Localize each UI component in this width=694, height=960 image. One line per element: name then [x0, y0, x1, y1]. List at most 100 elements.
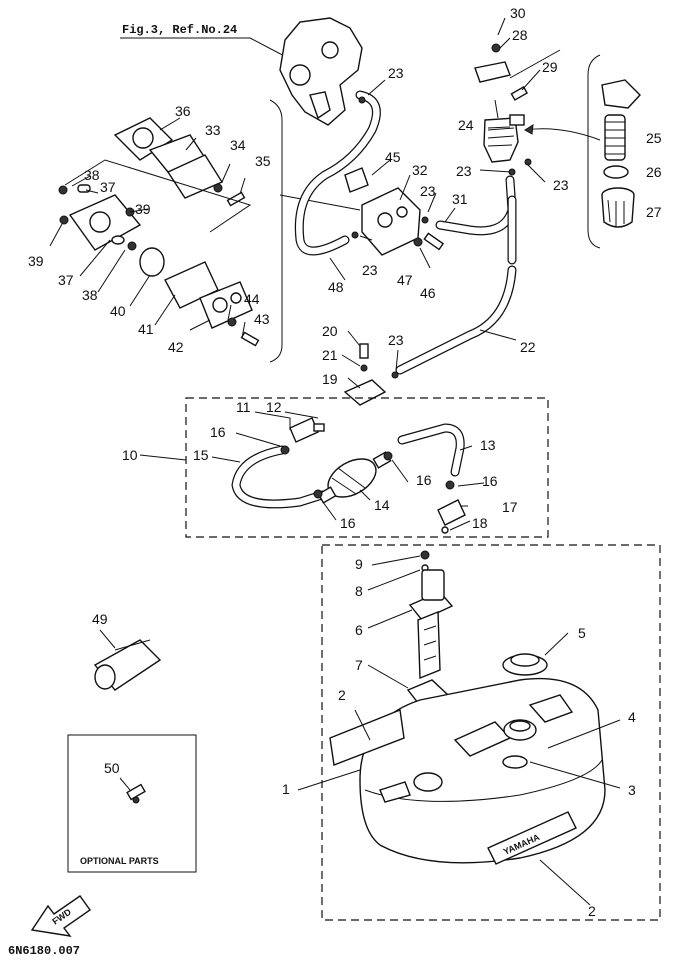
label-16: 16	[416, 472, 432, 488]
label-7: 7	[355, 657, 363, 673]
pump-exploded-outline	[64, 159, 252, 233]
clip-23	[524, 158, 532, 166]
filter-cup-27	[601, 187, 635, 228]
joint-19	[343, 379, 387, 406]
label-32: 32	[412, 162, 428, 178]
label-4: 4	[628, 709, 636, 725]
label-23: 23	[388, 332, 404, 348]
label-34: 34	[230, 137, 246, 153]
label-12: 12	[266, 399, 282, 415]
label-36: 36	[175, 103, 191, 119]
label-45: 45	[385, 149, 401, 165]
label-22: 22	[520, 339, 536, 355]
fitting-50	[126, 783, 146, 804]
label-16: 16	[210, 424, 226, 440]
label-8: 8	[355, 583, 363, 599]
clamp-16	[313, 489, 323, 499]
filter-cap-25	[601, 79, 641, 161]
label-2: 2	[338, 687, 346, 703]
label-37: 37	[58, 272, 74, 288]
clamp-16	[383, 451, 393, 461]
clamp-16	[280, 445, 290, 455]
clip-23	[351, 231, 359, 239]
label-38: 38	[84, 167, 100, 183]
label-49: 49	[92, 611, 108, 627]
label-11: 11	[236, 399, 251, 415]
label-38: 38	[82, 287, 98, 303]
label-39: 39	[28, 253, 44, 269]
label-44: 44	[244, 291, 260, 307]
drawing-code: 6N6180.007	[8, 944, 80, 958]
label-13: 13	[480, 437, 496, 453]
fuel-tank-1	[359, 677, 606, 864]
carburetor-body	[279, 17, 363, 126]
label-24: 24	[458, 117, 474, 133]
screw-43	[240, 331, 260, 347]
clip-23	[421, 216, 429, 224]
label-25: 25	[646, 130, 662, 146]
label-1: 1	[282, 781, 290, 797]
fuel-gauge-6	[408, 569, 454, 680]
screw-46	[423, 232, 445, 251]
label-26: 26	[646, 164, 662, 180]
label-20: 20	[322, 323, 338, 339]
label-35: 35	[255, 153, 271, 169]
decal-2	[329, 709, 405, 766]
label-23: 23	[388, 65, 404, 81]
label-30: 30	[510, 5, 526, 21]
connector-11	[289, 417, 325, 443]
fuel-pump-32	[344, 167, 421, 256]
gasket-41	[164, 261, 219, 309]
label-16: 16	[482, 473, 498, 489]
clip-23	[391, 371, 399, 379]
right-group-bracket	[587, 54, 601, 249]
label-16: 16	[340, 515, 356, 531]
label-10: 10	[122, 447, 138, 463]
label-2: 2	[588, 903, 596, 919]
pump-cover-36	[113, 117, 174, 161]
pump-cover-42	[199, 281, 253, 329]
label-27: 27	[646, 204, 662, 220]
pump-body-39	[58, 184, 142, 251]
washer-47	[413, 237, 423, 247]
label-19: 19	[322, 371, 338, 387]
clamp-16	[445, 480, 455, 490]
label-3: 3	[628, 782, 636, 798]
label-39: 39	[135, 201, 151, 217]
arrowhead	[524, 124, 534, 135]
fwd-arrow-icon: FWD	[30, 895, 91, 937]
label-42: 42	[168, 339, 184, 355]
left-group-bracket	[269, 99, 283, 363]
leader-lines	[49, 17, 621, 906]
optional-parts-box	[67, 734, 197, 873]
label-41: 41	[138, 321, 154, 337]
washer-44	[227, 317, 237, 327]
label-43: 43	[254, 311, 270, 327]
fuel-line-assembly-box	[185, 397, 549, 538]
label-23: 23	[420, 183, 436, 199]
optional-parts-label: OPTIONAL PARTS	[80, 856, 159, 866]
figure-reference: Fig.3, Ref.No.24	[122, 23, 237, 37]
clip-23	[358, 96, 366, 104]
label-33: 33	[205, 122, 221, 138]
label-29: 29	[542, 59, 558, 75]
label-15: 15	[193, 447, 209, 463]
label-6: 6	[355, 622, 363, 638]
label-14: 14	[374, 497, 390, 513]
label-17: 17	[502, 499, 518, 515]
label-50: 50	[104, 760, 120, 776]
screw-29	[510, 85, 529, 101]
connector-17	[437, 499, 466, 534]
cover-49	[93, 639, 162, 691]
label-23: 23	[456, 163, 472, 179]
label-48: 48	[328, 279, 344, 295]
filter-leader-arrow	[524, 128, 601, 141]
label-18: 18	[472, 515, 488, 531]
label-47: 47	[397, 272, 413, 288]
o-ring-26	[603, 165, 629, 179]
washer-34	[213, 183, 223, 193]
primer-bulb-14	[317, 451, 392, 504]
fuel-filter-assembly	[474, 43, 525, 163]
tank-cap-5	[502, 653, 548, 676]
